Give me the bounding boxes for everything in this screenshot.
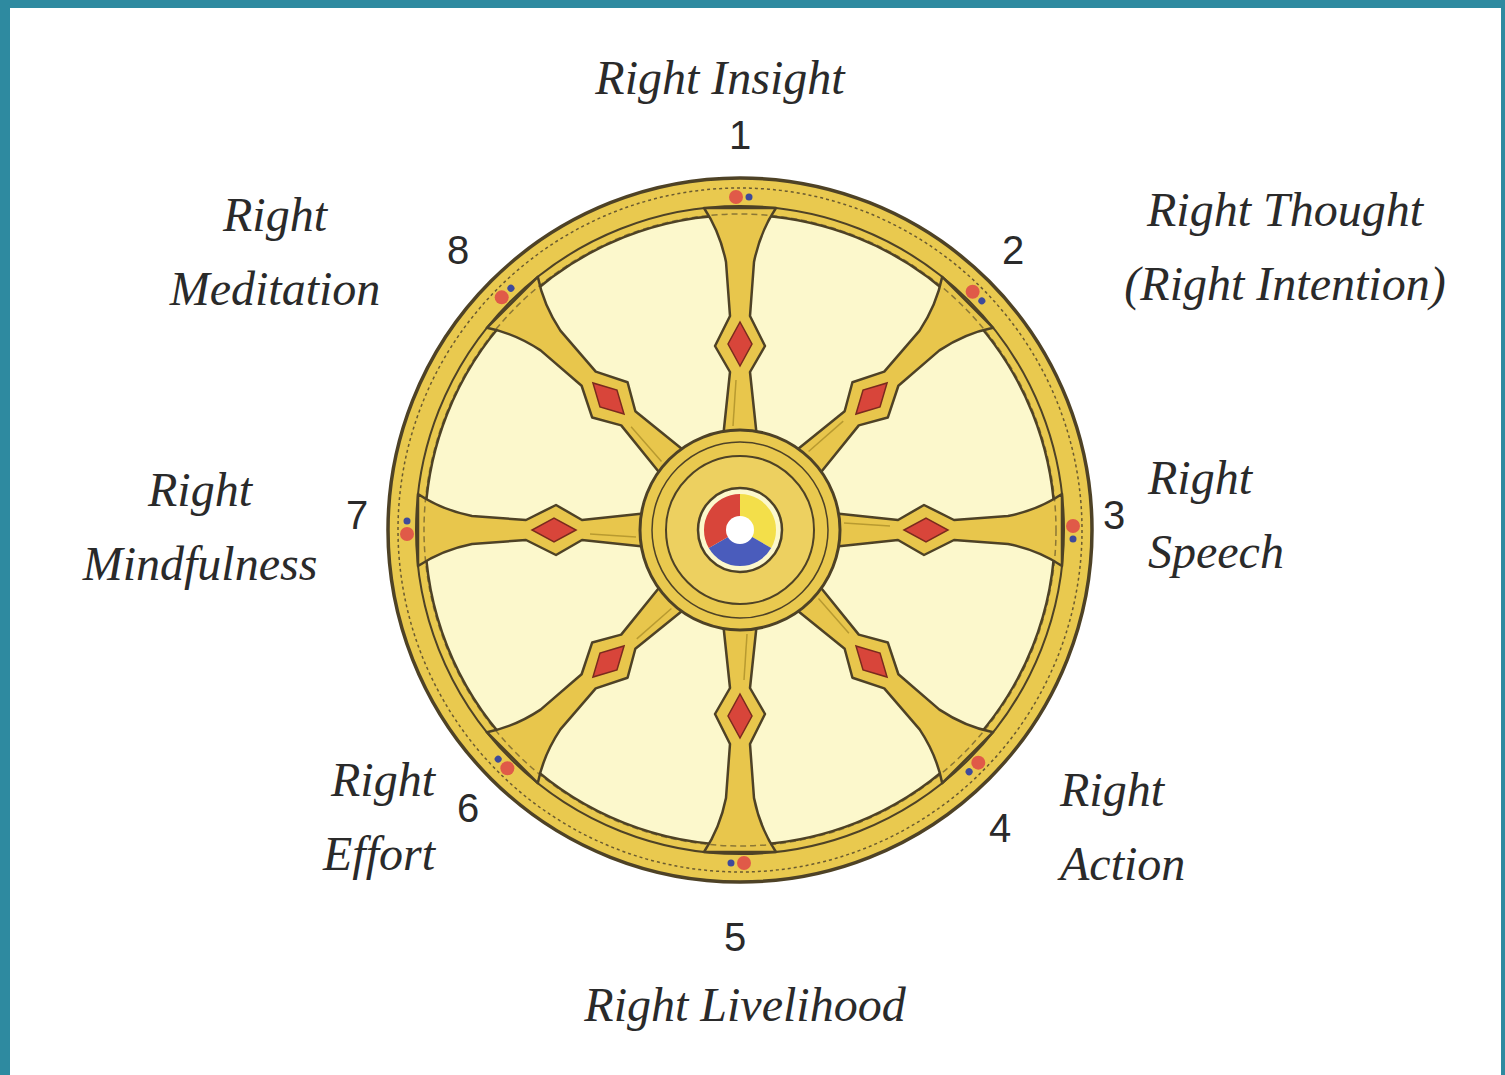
path-label: Right Action — [1060, 753, 1260, 901]
rim-jewels — [400, 190, 1080, 870]
callout-number: 1 — [710, 112, 770, 158]
callout-number: 4 — [970, 805, 1030, 851]
callout-number: 2 — [983, 227, 1043, 273]
path-label: Right Effort — [235, 743, 435, 891]
path-label: Right Meditation — [135, 178, 415, 326]
frame-band — [1501, 0, 1505, 1075]
callout-number: 7 — [327, 492, 387, 538]
callout-number: 6 — [438, 785, 498, 831]
path-label: Right Insight — [520, 41, 920, 115]
frame-band — [0, 0, 10, 1075]
path-label: Right Livelihood — [545, 968, 945, 1042]
wheel-hub — [640, 430, 840, 630]
path-label: Right Thought (Right Intention) — [1100, 173, 1470, 321]
callout-number: 5 — [705, 914, 765, 960]
callout-number: 8 — [428, 227, 488, 273]
frame-band — [0, 0, 1505, 8]
path-label: Right Speech — [1148, 441, 1378, 589]
callout-number: 3 — [1084, 492, 1144, 538]
spokes — [418, 208, 1062, 852]
dharma-wheel — [388, 178, 1092, 882]
path-label: Right Mindfulness — [50, 453, 350, 601]
